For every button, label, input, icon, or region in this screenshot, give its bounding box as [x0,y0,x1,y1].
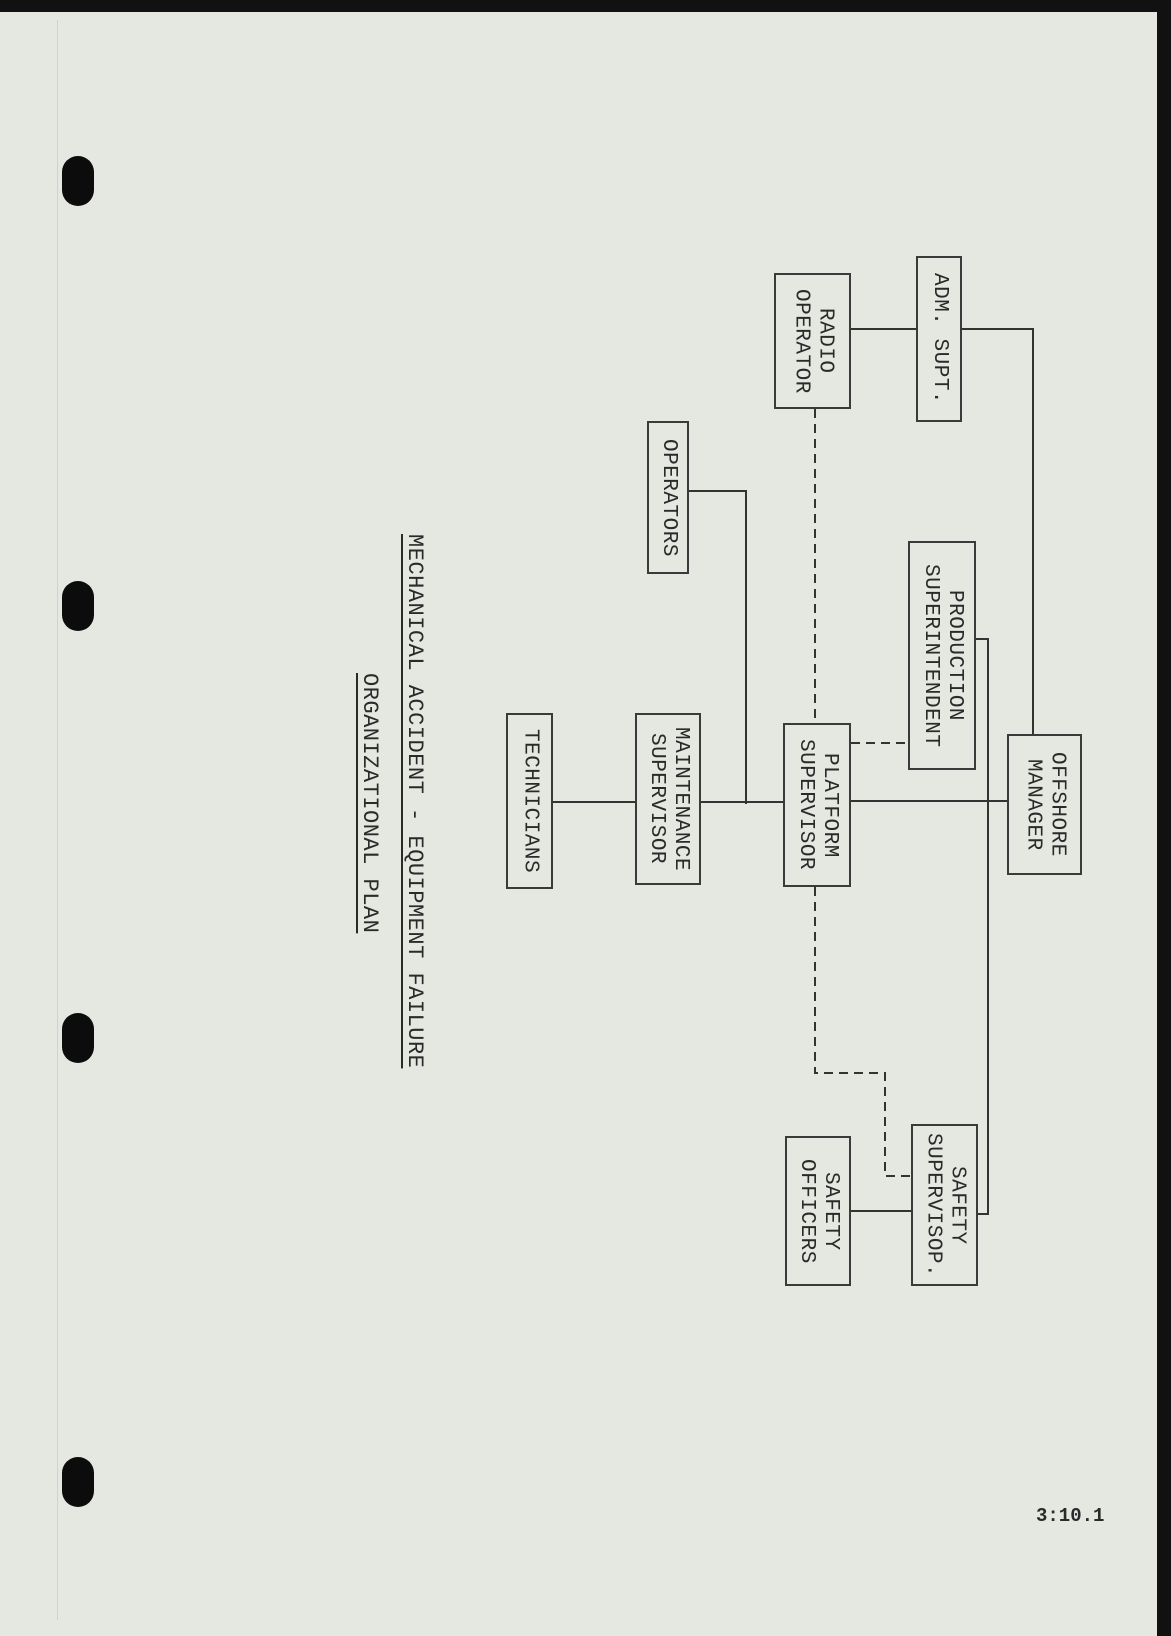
box-label: RADIO [813,308,837,374]
box-label: SAFETY [819,1171,842,1251]
scan-right-edge [1157,0,1171,1636]
line-adm-to-offshore [962,328,1034,734]
box-label: SAFETY [945,1165,969,1245]
line-operators-to-platform [689,490,747,804]
box-label: TECHNICIANS [518,728,542,874]
box-label: ADM. SUPT. [928,273,951,405]
box-label: OFFSHORE [1045,752,1069,857]
box-label: SUPERVISOR [794,739,817,871]
box-label: SUPERINTENDENT [919,563,942,748]
margin-line [57,20,58,1620]
line-production-to-safety [976,638,989,1215]
box-label: MAINTENANCE [669,726,692,872]
box-technicians: TECHNICIANS [506,713,553,889]
punch-hole [62,156,94,206]
dashed-platform-to-safety [814,887,911,1177]
box-label: OPERATOR [789,288,813,394]
punch-hole [62,1457,94,1507]
punch-hole [62,1013,94,1063]
scan-top-edge [0,0,1171,12]
box-label: PLATFORM [818,752,841,858]
box-label: SUPERVISOP. [921,1132,945,1278]
box-label: MANAGER [1021,758,1045,851]
box-label: OPERATORS [657,438,680,557]
box-adm-supt: ADM. SUPT. [916,256,962,422]
box-label: SUPERVISOR [645,733,668,865]
box-operators: OPERATORS [647,421,689,574]
diagram-subtitle: ORGANIZATIONAL PLAN [357,673,382,934]
box-label: PRODUCTION [943,589,966,722]
diagram-title: MECHANICAL ACCIDENT - EQUIPMENT FAILURE [402,534,427,1069]
page-number: 3:10.1 [1036,1505,1105,1527]
punch-hole [62,581,94,631]
box-label: OFFICERS [795,1158,818,1264]
